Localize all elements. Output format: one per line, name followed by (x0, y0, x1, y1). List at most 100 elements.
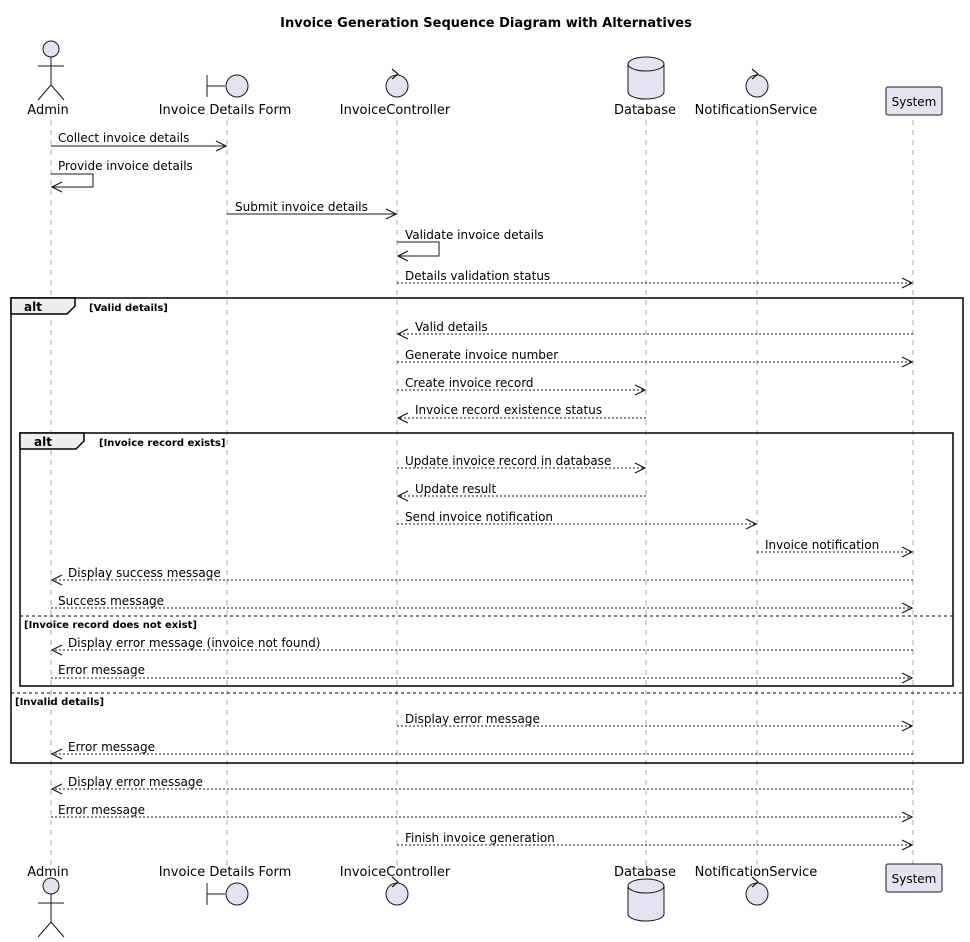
fragment-operator-label: alt (24, 300, 42, 314)
message-label: Valid details (415, 320, 488, 334)
fragment-guard: [Invoice record exists] (99, 438, 225, 449)
arrowhead (901, 672, 914, 684)
message[interactable]: Display success message (50, 566, 913, 586)
participant-label: Admin (27, 103, 68, 118)
arrowhead (745, 518, 758, 530)
participant-label: InvoiceController (340, 865, 451, 880)
participant-database-top[interactable]: Database (614, 56, 676, 118)
actor-stick-figure-icon (37, 877, 65, 938)
participant-label: InvoiceController (340, 103, 451, 118)
message[interactable]: Update result (396, 482, 646, 502)
participant-database-bottom[interactable]: Database (614, 865, 676, 922)
arrowhead (50, 644, 63, 656)
participant-form-top[interactable]: Invoice Details Form (159, 74, 292, 118)
message-label: Finish invoice generation (405, 831, 555, 845)
message-label: Display error message (68, 775, 203, 789)
participant-heads-bottom: Admin Invoice Details Form InvoiceContro… (27, 863, 943, 938)
message[interactable]: Error message (51, 663, 914, 684)
message[interactable]: Display error message (invoice not found… (50, 636, 913, 656)
participant-label: NotificationService (695, 103, 818, 118)
message[interactable]: Send invoice notification (397, 510, 758, 530)
participant-label: Invoice Details Form (159, 103, 292, 118)
participant-heads-top: Admin Invoice Details Form InvoiceContro… (27, 40, 943, 118)
message-label: Display error message (invoice not found… (68, 636, 320, 650)
message-label: Details validation status (405, 269, 550, 283)
message[interactable]: Details validation status (397, 269, 914, 289)
boundary-icon (206, 74, 249, 98)
fragment-inner-alt: alt [Invoice record exists] [Invoice rec… (19, 432, 954, 687)
message[interactable]: Invoice record existence status (396, 403, 646, 424)
message-label: Display error message (405, 712, 540, 726)
fragment-outer-alt: alt [Valid details] [Invalid details] (10, 297, 964, 764)
message[interactable]: Display error message (50, 775, 913, 795)
participant-label: System (892, 95, 937, 109)
message-label: Invoice notification (765, 538, 879, 552)
participant-label: System (892, 872, 937, 886)
arrowhead (215, 140, 228, 152)
message-label: Create invoice record (405, 376, 534, 390)
message[interactable]: Valid details (396, 320, 913, 340)
participant-system-top[interactable]: System (885, 86, 943, 116)
message[interactable]: Provide invoice details (50, 159, 193, 193)
message-label: Update invoice record in database (405, 454, 611, 468)
message-label: Validate invoice details (405, 228, 544, 242)
participant-notification-bottom[interactable]: NotificationService (695, 865, 818, 906)
message[interactable]: Submit invoice details (227, 200, 398, 220)
message[interactable]: Collect invoice details (51, 131, 228, 152)
message-label: Update result (415, 482, 497, 496)
message[interactable]: Error message (50, 740, 913, 760)
diagram-title: Invoice Generation Sequence Diagram with… (280, 16, 692, 31)
arrowhead (396, 490, 409, 502)
participant-label: Database (614, 865, 676, 880)
arrowhead (50, 748, 63, 760)
fragment-else-guard: [Invalid details] (15, 697, 104, 708)
arrowhead (396, 412, 409, 424)
arrowhead (50, 181, 63, 193)
message-label: Provide invoice details (58, 159, 193, 173)
participant-label: Database (614, 103, 676, 118)
message[interactable]: Success message (51, 594, 914, 614)
message[interactable]: Finish invoice generation (397, 831, 914, 851)
control-icon (385, 68, 409, 98)
participant-label: NotificationService (695, 865, 818, 880)
participant-controller-top[interactable]: InvoiceController (340, 68, 451, 118)
fragment-frame (19, 432, 954, 687)
arrowhead (901, 720, 914, 732)
participant-controller-bottom[interactable]: InvoiceController (340, 865, 451, 906)
message[interactable]: Invoice notification (757, 538, 914, 558)
participant-label: Admin (27, 865, 68, 880)
participant-system-bottom[interactable]: System (885, 863, 943, 893)
actor-stick-figure-icon (37, 40, 65, 101)
arrowhead (634, 384, 647, 396)
message-label: Send invoice notification (405, 510, 553, 524)
participant-notification-top[interactable]: NotificationService (695, 68, 818, 118)
participant-admin-bottom[interactable]: Admin (27, 865, 69, 938)
message-label: Success message (58, 594, 164, 608)
arrowhead (901, 546, 914, 558)
arrowhead (901, 811, 914, 823)
message[interactable]: Update invoice record in database (397, 454, 647, 474)
fragment-frame (10, 297, 964, 764)
participant-form-bottom[interactable]: Invoice Details Form (159, 865, 292, 906)
arrowhead (50, 783, 63, 795)
control-icon (745, 68, 769, 98)
message[interactable]: Generate invoice number (397, 348, 914, 368)
message[interactable]: Error message (51, 803, 914, 823)
message-label: Error message (58, 663, 145, 677)
participant-box (885, 863, 943, 893)
lifelines (50, 120, 914, 865)
message[interactable]: Validate invoice details (396, 228, 544, 262)
messages: Collect invoice details Provide invoice … (50, 131, 914, 851)
database-cylinder-icon (627, 56, 665, 100)
message[interactable]: Display error message (397, 712, 914, 732)
fragment-tab (19, 432, 85, 450)
message-label: Collect invoice details (58, 131, 189, 145)
message[interactable]: Create invoice record (397, 376, 647, 396)
message-label: Error message (68, 740, 155, 754)
control-icon (745, 876, 769, 906)
message-label: Generate invoice number (405, 348, 558, 362)
arrowhead (385, 208, 398, 220)
fragment-guard: [Valid details] (89, 303, 168, 314)
participant-admin-top[interactable]: Admin (27, 40, 69, 118)
